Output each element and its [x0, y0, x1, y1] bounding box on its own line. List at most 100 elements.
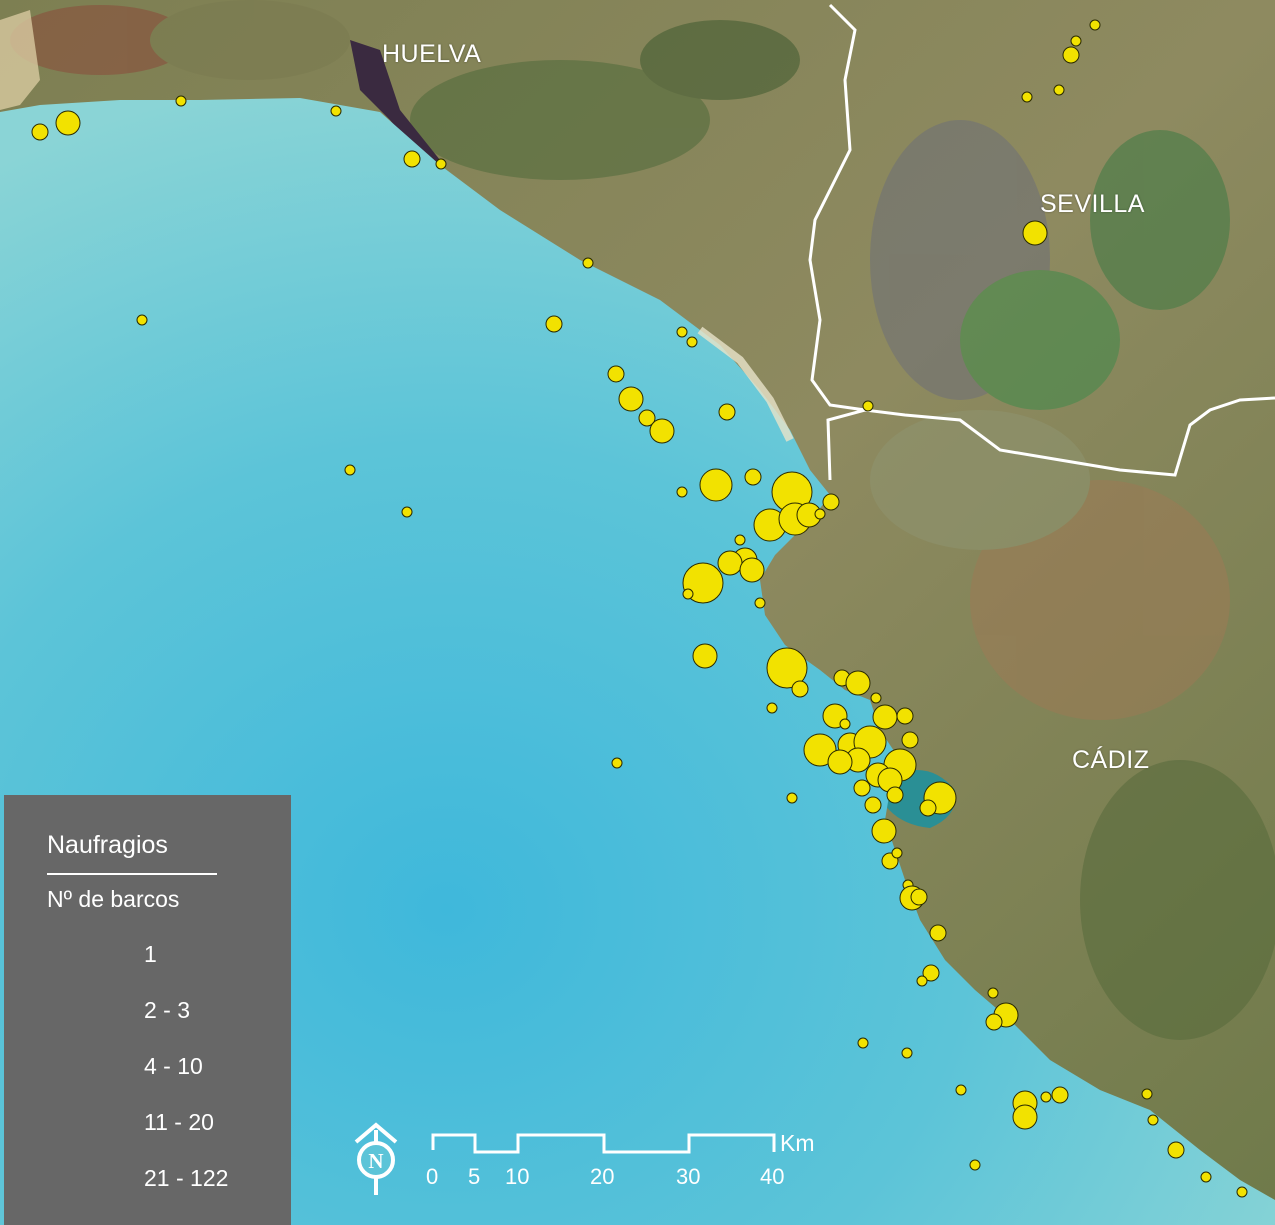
shipwreck-marker[interactable] [754, 597, 766, 609]
shipwreck-marker[interactable] [638, 409, 656, 427]
shipwreck-marker[interactable] [862, 400, 874, 412]
shipwreck-marker[interactable] [699, 468, 733, 502]
city-label-cadiz: CÁDIZ [1072, 746, 1150, 774]
shipwreck-markers [31, 19, 1248, 1198]
shipwreck-marker[interactable] [717, 550, 743, 576]
shipwreck-marker[interactable] [55, 110, 81, 136]
shipwreck-marker[interactable] [803, 733, 837, 767]
shipwreck-marker[interactable] [31, 123, 49, 141]
shipwreck-marker[interactable] [853, 779, 871, 797]
legend-label-4: 11 - 20 [144, 1109, 214, 1135]
shipwreck-marker[interactable] [618, 386, 644, 412]
shipwreck-marker[interactable] [985, 1013, 1003, 1031]
shipwreck-marker[interactable] [886, 786, 904, 804]
shipwreck-marker[interactable] [136, 314, 148, 326]
shipwreck-marker[interactable] [686, 336, 698, 348]
shipwreck-marker[interactable] [969, 1159, 981, 1171]
scale-bar [431, 1133, 776, 1154]
legend-subtitle: Nº de barcos [47, 886, 180, 912]
legend-divider [47, 873, 217, 875]
scale-tick-10: 10 [505, 1164, 530, 1189]
shipwreck-marker[interactable] [330, 105, 342, 117]
shipwreck-marker[interactable] [1147, 1114, 1159, 1126]
shipwreck-marker[interactable] [814, 508, 826, 520]
shipwreck-marker[interactable] [891, 847, 903, 859]
shipwreck-marker[interactable] [910, 888, 928, 906]
legend-label-3: 4 - 10 [144, 1053, 203, 1079]
portugal-coast-sand [0, 10, 40, 110]
shipwreck-marker[interactable] [1021, 91, 1033, 103]
shipwreck-marker[interactable] [955, 1084, 967, 1096]
donana-beach [697, 326, 794, 442]
legend-title: Naufragios [47, 831, 168, 859]
shipwreck-marker[interactable] [839, 718, 851, 730]
shipwreck-marker[interactable] [896, 707, 914, 725]
scale-unit: Km [780, 1130, 815, 1156]
shipwreck-marker[interactable] [692, 643, 718, 669]
north-letter: N [368, 1149, 383, 1173]
shipwreck-marker[interactable] [1167, 1141, 1185, 1159]
city-label-huelva: HUELVA [382, 40, 482, 68]
shipwreck-marker[interactable] [1062, 46, 1080, 64]
shipwreck-marker[interactable] [871, 818, 897, 844]
shipwreck-marker[interactable] [1089, 19, 1101, 31]
shipwreck-marker[interactable] [1040, 1091, 1052, 1103]
shipwreck-marker[interactable] [611, 757, 623, 769]
legend-label-5: 21 - 122 [144, 1165, 229, 1191]
shipwreck-marker[interactable] [822, 493, 840, 511]
shipwreck-marker[interactable] [1200, 1171, 1212, 1183]
shipwreck-marker[interactable] [545, 315, 563, 333]
shipwreck-marker[interactable] [857, 1037, 869, 1049]
legend-panel: Naufragios Nº de barcos 1 2 - 3 4 - 10 1… [4, 795, 291, 1225]
shipwreck-marker[interactable] [766, 647, 808, 689]
shipwreck-marker[interactable] [718, 403, 736, 421]
shipwreck-marker[interactable] [872, 704, 898, 730]
shipwreck-marker[interactable] [1070, 35, 1082, 47]
shipwreck-marker[interactable] [901, 731, 919, 749]
north-arrow-icon [354, 1122, 398, 1195]
shipwreck-marker[interactable] [607, 365, 625, 383]
shipwreck-marker[interactable] [929, 924, 947, 942]
shipwreck-marker[interactable] [682, 588, 694, 600]
shipwreck-marker[interactable] [734, 534, 746, 546]
shipwreck-marker[interactable] [1141, 1088, 1153, 1100]
shipwreck-marker[interactable] [916, 975, 928, 987]
shipwreck-marker[interactable] [744, 468, 762, 486]
shipwreck-marker[interactable] [401, 506, 413, 518]
shipwreck-marker[interactable] [582, 257, 594, 269]
shipwreck-marker[interactable] [791, 680, 809, 698]
land-texture [10, 0, 1275, 1040]
shipwreck-marker[interactable] [676, 326, 688, 338]
shipwreck-marker[interactable] [175, 95, 187, 107]
shipwreck-marker[interactable] [649, 418, 675, 444]
shipwreck-marker[interactable] [922, 964, 940, 982]
city-label-sevilla: SEVILLA [1040, 190, 1145, 218]
shipwreck-marker[interactable] [845, 670, 871, 696]
shipwreck-marker[interactable] [987, 987, 999, 999]
scale-tick-40: 40 [760, 1164, 785, 1189]
shipwreck-marker[interactable] [676, 486, 688, 498]
shipwreck-marker[interactable] [919, 799, 937, 817]
shipwreck-marker[interactable] [827, 749, 853, 775]
shipwreck-marker[interactable] [901, 1047, 913, 1059]
scale-tick-30: 30 [676, 1164, 701, 1189]
shipwreck-marker[interactable] [786, 792, 798, 804]
province-border-huelva-sevilla [808, 3, 866, 412]
shipwreck-marker[interactable] [435, 158, 447, 170]
shipwreck-marker[interactable] [1236, 1186, 1248, 1198]
scale-tick-0: 0 [426, 1164, 439, 1189]
shipwreck-marker[interactable] [864, 796, 882, 814]
shipwreck-marker[interactable] [1012, 1104, 1038, 1130]
shipwreck-marker[interactable] [1022, 220, 1048, 246]
shipwreck-marker[interactable] [870, 692, 882, 704]
shipwreck-marker[interactable] [766, 702, 778, 714]
shipwreck-marker[interactable] [1053, 84, 1065, 96]
shipwreck-marker[interactable] [403, 150, 421, 168]
huelva-estuary [350, 40, 440, 168]
shipwreck-marker[interactable] [739, 557, 765, 583]
legend-label-2: 2 - 3 [144, 997, 191, 1023]
shipwreck-marker[interactable] [1051, 1086, 1069, 1104]
shipwreck-marker[interactable] [344, 464, 356, 476]
legend-label-1: 1 [144, 941, 157, 967]
